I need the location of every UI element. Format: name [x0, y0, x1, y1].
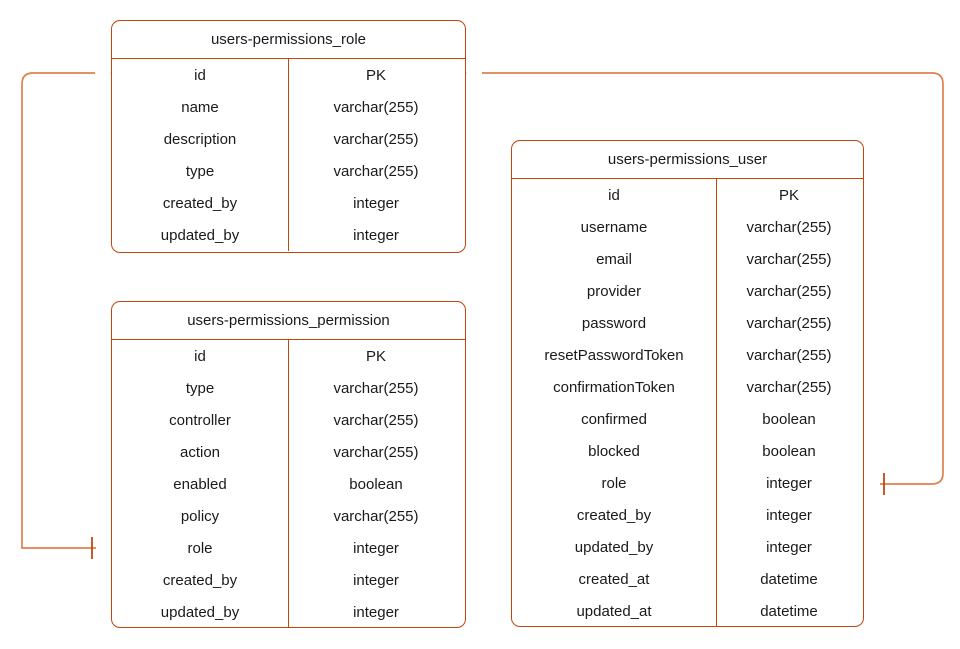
er-field-name: updated_by	[160, 226, 240, 244]
er-row[interactable]: type varchar(255)	[112, 155, 465, 187]
er-row[interactable]: provider varchar(255)	[512, 275, 863, 307]
er-field-type: integer	[353, 539, 399, 557]
er-field-name: id	[608, 186, 620, 204]
er-row[interactable]: role integer	[512, 467, 863, 499]
er-field-type: PK	[365, 347, 386, 365]
er-row[interactable]: created_by integer	[112, 564, 465, 596]
er-field-type: varchar(255)	[333, 162, 419, 180]
er-field-type: varchar(255)	[333, 443, 419, 461]
er-field-type: boolean	[349, 475, 403, 493]
er-field-name: created_at	[578, 570, 650, 588]
er-field-type: varchar(255)	[333, 507, 419, 525]
er-row[interactable]: action varchar(255)	[112, 436, 465, 468]
er-row[interactable]: id PK	[112, 59, 465, 91]
er-row[interactable]: id PK	[112, 340, 465, 372]
er-field-type: integer	[766, 474, 812, 492]
er-row[interactable]: updated_by integer	[112, 596, 465, 627]
er-field-name: description	[163, 130, 237, 148]
er-field-type: PK	[365, 66, 386, 84]
er-field-name: role	[601, 474, 627, 492]
er-field-type: varchar(255)	[333, 98, 419, 116]
er-row[interactable]: updated_by integer	[112, 219, 465, 251]
er-field-name: updated_by	[574, 538, 654, 556]
er-row[interactable]: controller varchar(255)	[112, 404, 465, 436]
er-row[interactable]: password varchar(255)	[512, 307, 863, 339]
er-field-type: boolean	[762, 410, 816, 428]
er-field-name: resetPasswordToken	[544, 346, 684, 364]
er-field-type: varchar(255)	[746, 314, 832, 332]
er-field-type: varchar(255)	[746, 282, 832, 300]
er-table-body: id PK type varchar(255) controller varchar(25…	[112, 340, 465, 627]
er-field-type: varchar(255)	[746, 250, 832, 268]
er-table-body: id PK username varchar(255) email varchar(255…	[512, 179, 863, 626]
er-row[interactable]: email varchar(255)	[512, 243, 863, 275]
er-row[interactable]: created_at datetime	[512, 563, 863, 595]
er-column-divider	[288, 59, 289, 251]
er-field-type: integer	[766, 538, 812, 556]
er-field-name: type	[185, 379, 215, 397]
er-field-name: controller	[169, 411, 231, 429]
er-field-type: varchar(255)	[746, 346, 832, 364]
er-row[interactable]: type varchar(255)	[112, 372, 465, 404]
er-row[interactable]: role integer	[112, 532, 465, 564]
er-field-type: datetime	[760, 570, 818, 588]
er-field-name: created_by	[162, 571, 238, 589]
er-field-name: confirmed	[581, 410, 647, 428]
er-field-type: PK	[778, 186, 799, 204]
er-field-name: action	[179, 443, 221, 461]
er-row[interactable]: name varchar(255)	[112, 91, 465, 123]
er-field-name: updated_at	[576, 602, 652, 620]
er-field-type: varchar(255)	[333, 379, 419, 397]
er-row[interactable]: confirmed boolean	[512, 403, 863, 435]
er-column-divider	[716, 179, 717, 626]
er-field-name: created_by	[576, 506, 652, 524]
er-field-type: integer	[353, 571, 399, 589]
er-field-type: varchar(255)	[333, 130, 419, 148]
er-field-name: confirmationToken	[553, 378, 675, 396]
er-field-type: integer	[353, 603, 399, 621]
er-field-type: boolean	[762, 442, 816, 460]
er-field-name: policy	[180, 507, 220, 525]
er-field-name: updated_by	[160, 603, 240, 621]
er-field-type: datetime	[760, 602, 818, 620]
er-row[interactable]: description varchar(255)	[112, 123, 465, 155]
er-table-body: id PK name varchar(255) description varchar(2…	[112, 59, 465, 251]
er-field-type: integer	[353, 194, 399, 212]
er-row[interactable]: updated_at datetime	[512, 595, 863, 626]
er-row[interactable]: resetPasswordToken varchar(255)	[512, 339, 863, 371]
er-field-name: password	[581, 314, 647, 332]
er-field-name: id	[194, 66, 206, 84]
er-column-divider	[288, 340, 289, 627]
er-row[interactable]: username varchar(255)	[512, 211, 863, 243]
er-field-name: created_by	[162, 194, 238, 212]
er-field-name: role	[187, 539, 213, 557]
er-field-name: blocked	[588, 442, 640, 460]
er-table-title: users-permissions_user	[512, 141, 863, 179]
er-field-name: username	[580, 218, 648, 236]
er-row[interactable]: created_by integer	[512, 499, 863, 531]
er-field-name: id	[194, 347, 206, 365]
er-field-name: email	[596, 250, 632, 268]
er-table-title: users-permissions_role	[112, 21, 465, 59]
er-field-name: type	[185, 162, 215, 180]
er-row[interactable]: created_by integer	[112, 187, 465, 219]
er-table-title: users-permissions_permission	[112, 302, 465, 340]
er-row[interactable]: policy varchar(255)	[112, 500, 465, 532]
er-field-type: varchar(255)	[746, 378, 832, 396]
er-field-type: integer	[353, 226, 399, 244]
er-field-name: enabled	[173, 475, 227, 493]
er-field-type: varchar(255)	[746, 218, 832, 236]
er-field-name: provider	[586, 282, 642, 300]
er-field-type: integer	[766, 506, 812, 524]
er-row[interactable]: enabled boolean	[112, 468, 465, 500]
er-row[interactable]: id PK	[512, 179, 863, 211]
er-row[interactable]: confirmationToken varchar(255)	[512, 371, 863, 403]
er-row[interactable]: updated_by integer	[512, 531, 863, 563]
er-row[interactable]: blocked boolean	[512, 435, 863, 467]
er-field-name: name	[181, 98, 219, 116]
er-field-type: varchar(255)	[333, 411, 419, 429]
